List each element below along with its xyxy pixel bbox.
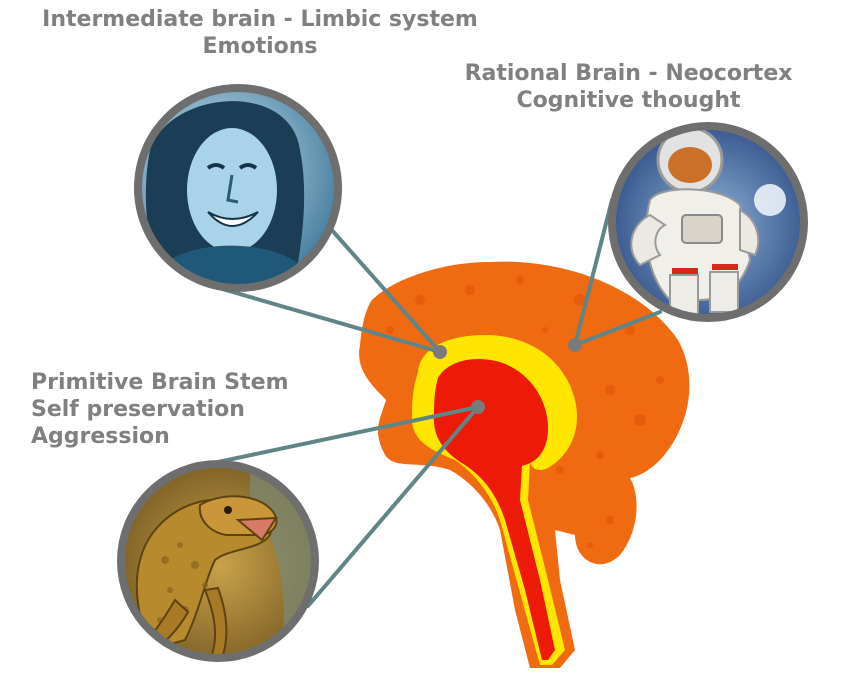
- stem-pointer-dot: [471, 400, 485, 414]
- neocortex-pointer-dot: [568, 338, 582, 352]
- neocortex-label: Rational Brain - Neocortex Cognitive tho…: [436, 60, 821, 114]
- stem-label-function-2: Aggression: [31, 423, 289, 450]
- neocortex-label-function: Cognitive thought: [436, 87, 821, 114]
- neocortex-label-title: Rational Brain - Neocortex: [436, 60, 821, 87]
- limbic-system-label: Intermediate brain - Limbic system Emoti…: [10, 6, 510, 60]
- brain-stem-label: Primitive Brain Stem Self preservation A…: [31, 369, 289, 450]
- stem-label-title: Primitive Brain Stem: [31, 369, 289, 396]
- smiling-man-photo: [130, 80, 350, 300]
- brain-illustration: [359, 262, 689, 668]
- limbic-pointer-dot: [433, 345, 447, 359]
- stem-label-function-1: Self preservation: [31, 396, 289, 423]
- limbic-label-function: Emotions: [10, 33, 510, 60]
- limbic-label-title: Intermediate brain - Limbic system: [10, 6, 510, 33]
- lizard-photo: [110, 455, 330, 675]
